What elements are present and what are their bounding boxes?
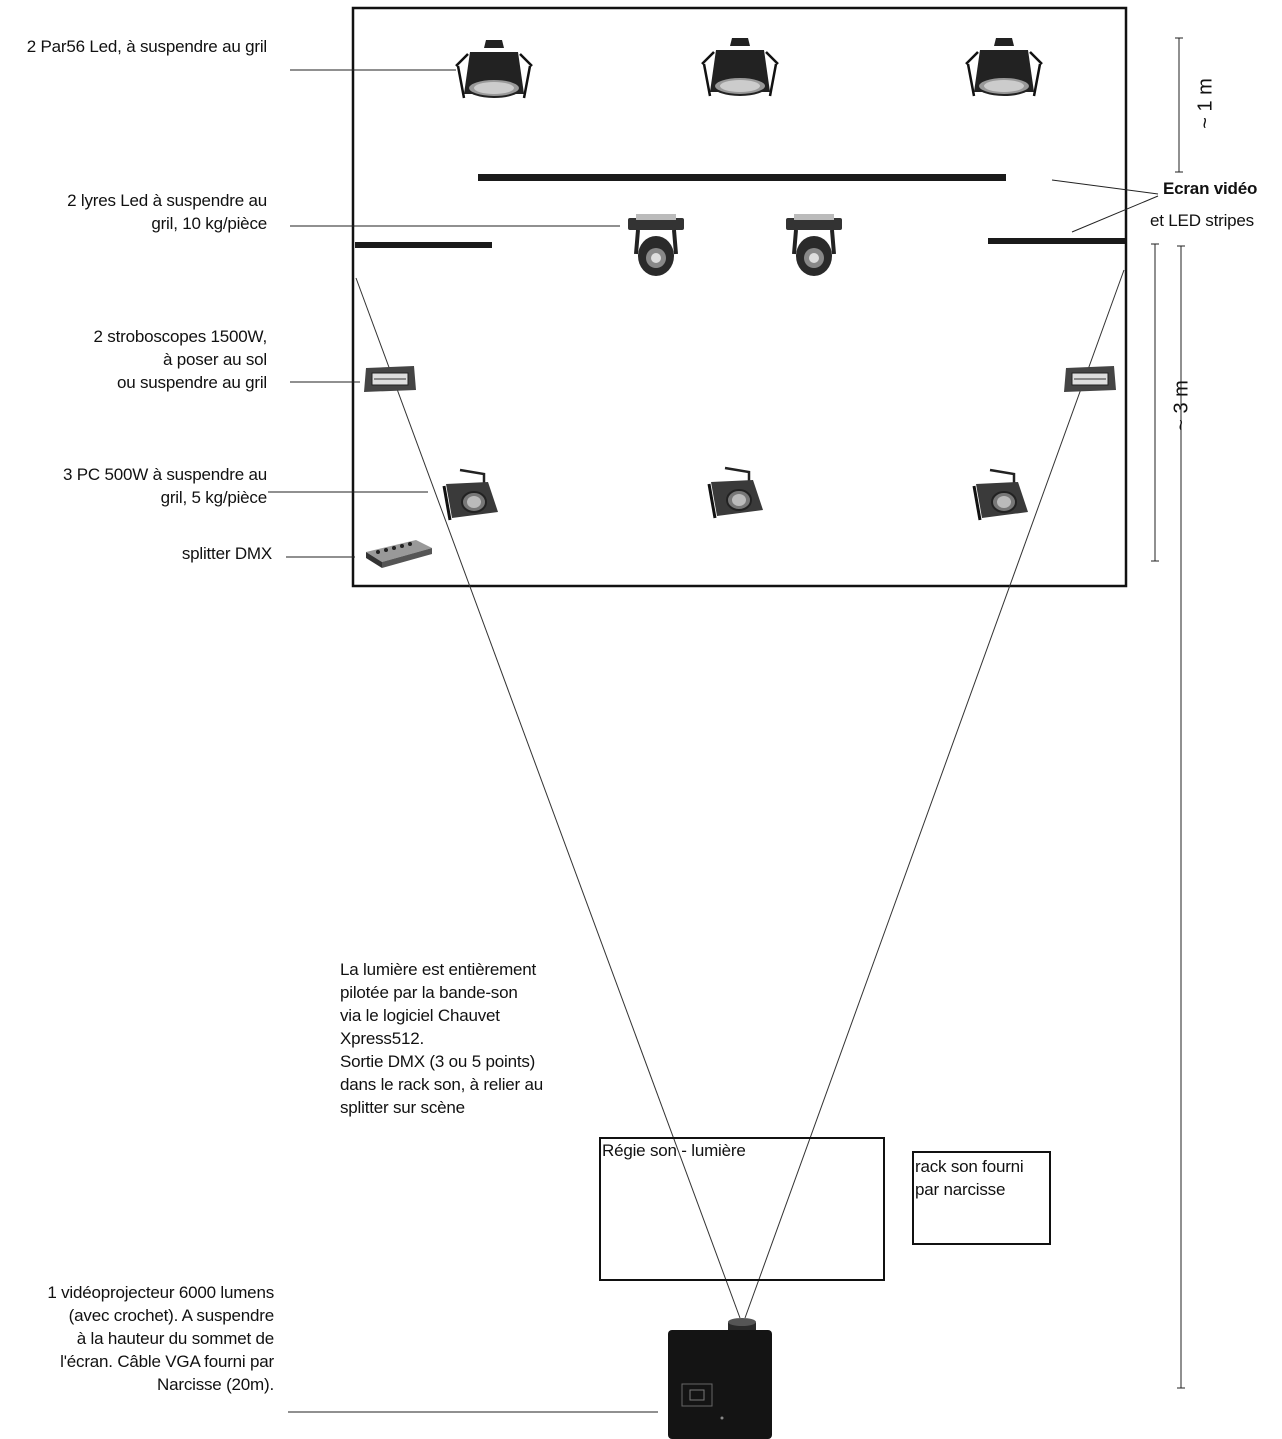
strobe-icon xyxy=(363,365,417,393)
label-lyres: 2 lyres Led à suspendre au gril, 10 kg/p… xyxy=(67,191,267,233)
projection-line-right xyxy=(744,269,1125,1319)
pc-spotlight-icon xyxy=(707,466,765,520)
dimension-3m xyxy=(1151,243,1159,562)
strobe-icon xyxy=(1063,365,1117,393)
par56-led-icon xyxy=(700,36,780,98)
dmx-splitter-icon xyxy=(366,540,432,568)
label-note: La lumière est entièrement pilotée par l… xyxy=(340,960,544,1117)
pc-spotlight-icon xyxy=(442,468,500,522)
label-pc: 3 PC 500W à suspendre au gril, 5 kg/pièc… xyxy=(62,465,267,507)
projection-line-left xyxy=(355,277,741,1319)
label-ecran-title: Ecran vidéo xyxy=(1163,179,1258,198)
moving-head-icon xyxy=(784,212,844,278)
label-strobes: 2 stroboscopes 1500W, à poser au sol ou … xyxy=(93,327,268,392)
dimension-label-1m: ~ 1 m xyxy=(1194,78,1217,129)
video-projector-icon xyxy=(668,1318,772,1439)
led-stripe-right xyxy=(988,238,1125,244)
label-projector: 1 vidéoprojecteur 6000 lumens (avec croc… xyxy=(47,1283,274,1394)
dimension-total xyxy=(1177,245,1185,1389)
stage-outline xyxy=(351,6,1128,588)
dimension-1m xyxy=(1175,37,1183,173)
par56-led-icon xyxy=(454,38,534,100)
label-splitter: splitter DMX xyxy=(181,544,272,563)
leader-ecran-2 xyxy=(1071,195,1159,233)
dimension-label-3m: ~ 3 m xyxy=(1170,380,1193,431)
label-par56: 2 Par56 Led, à suspendre au gril xyxy=(26,37,267,56)
rack-box xyxy=(912,1151,1051,1245)
label-regie: Régie son - lumière xyxy=(602,1141,746,1160)
regie-box xyxy=(599,1137,885,1281)
par56-led-icon xyxy=(964,36,1044,98)
video-screen-bar xyxy=(478,174,1006,181)
pc-spotlight-icon xyxy=(972,468,1030,522)
led-stripe-left xyxy=(355,242,492,248)
label-rack: rack son fourni par narcisse xyxy=(915,1157,1024,1199)
label-ecran-sub: et LED stripes xyxy=(1150,211,1254,230)
moving-head-icon xyxy=(626,212,686,278)
leader-ecran-1 xyxy=(1051,179,1159,195)
